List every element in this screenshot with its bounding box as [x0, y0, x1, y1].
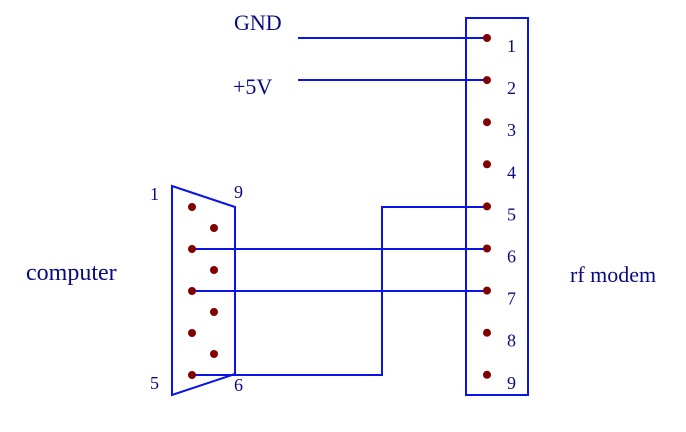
db9-pin-9 — [210, 224, 218, 232]
header-pin-label: 5 — [507, 204, 516, 224]
header-pin-3 — [483, 118, 491, 127]
db9-pin-7 — [210, 308, 218, 316]
header-pin-label: 7 — [507, 289, 516, 309]
db9-pin-4 — [188, 329, 196, 337]
header-pin-8 — [483, 328, 491, 337]
header-pin-label: 6 — [507, 247, 516, 267]
rf-modem-label: rf modem — [570, 262, 656, 287]
header-pin-label: 1 — [507, 36, 516, 56]
header-pin-9 — [483, 370, 491, 379]
header-pin-label: 8 — [507, 331, 516, 351]
db9-label-1: 1 — [150, 184, 159, 204]
header-pin-6 — [483, 244, 491, 253]
header-pin-4 — [483, 160, 491, 169]
gnd-label: GND — [234, 10, 282, 35]
db9-label-6: 6 — [234, 375, 243, 395]
header-pin-1 — [483, 34, 491, 42]
db9-pin-6 — [210, 350, 218, 358]
header-pin-label: 3 — [507, 120, 516, 140]
db9-pin-2 — [188, 245, 196, 253]
wire-db9-5-to-5 — [192, 206, 487, 376]
header-pin-label: 2 — [507, 78, 516, 98]
header-pin-7 — [483, 286, 491, 295]
db9-pin-3 — [188, 287, 196, 295]
db9-pin-8 — [210, 266, 218, 274]
computer-label: computer — [26, 260, 117, 286]
header-pin-5 — [483, 202, 491, 211]
db9-pin-1 — [188, 203, 196, 211]
db9-label-9: 9 — [234, 182, 243, 202]
vcc-label: +5V — [233, 74, 272, 99]
header-pin-label: 9 — [507, 373, 516, 393]
db9-label-5: 5 — [150, 373, 159, 393]
header-pin-label: 4 — [507, 162, 516, 182]
db9-pin-5 — [188, 371, 196, 379]
header-pin-2 — [483, 76, 491, 85]
